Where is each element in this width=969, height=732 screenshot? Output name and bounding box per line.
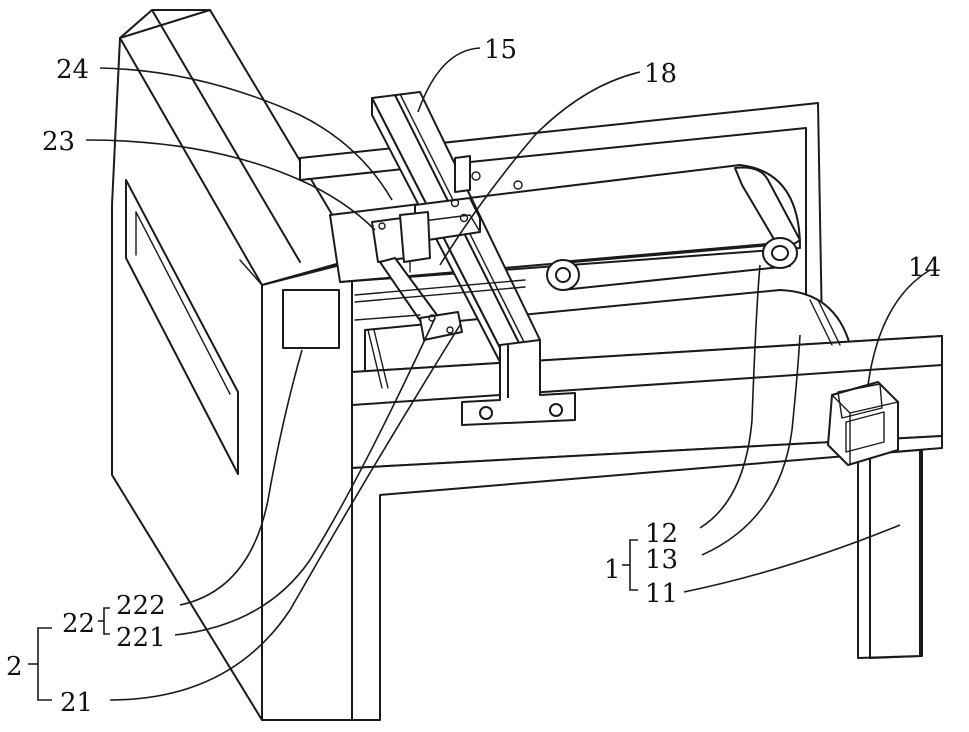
label-2: 2 [6, 652, 23, 682]
label-23: 23 [42, 127, 75, 157]
bracket-22 [104, 608, 110, 634]
label-11: 11 [645, 579, 678, 609]
bracket-2 [38, 628, 52, 700]
control-panel-222 [283, 290, 339, 348]
label-22: 22 [62, 609, 95, 639]
bracket-1 [630, 540, 638, 590]
label-21: 21 [60, 688, 93, 718]
label-1: 1 [604, 555, 621, 585]
label-18: 18 [644, 59, 677, 89]
label-13: 13 [645, 545, 678, 575]
label-14: 14 [908, 253, 941, 283]
label-24: 24 [56, 55, 89, 85]
leader-15 [418, 48, 480, 112]
label-222: 222 [116, 591, 166, 621]
label-221: 221 [116, 623, 166, 653]
motor-14 [828, 382, 898, 465]
label-15: 15 [484, 35, 517, 65]
